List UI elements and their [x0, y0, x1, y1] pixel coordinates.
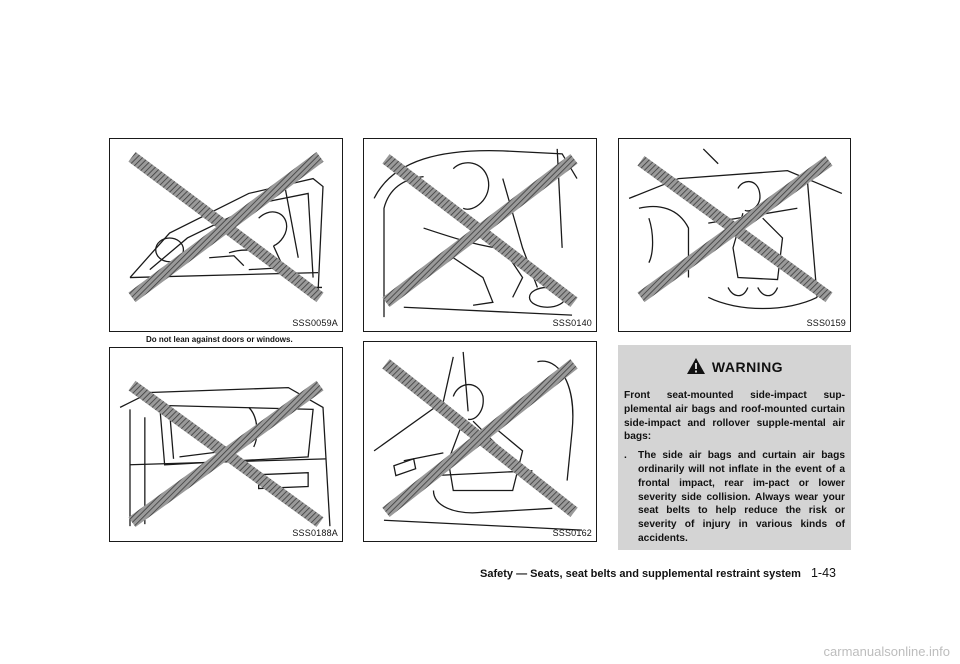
illustration-person-leaning-on-door	[128, 152, 324, 303]
figure-lean-against-door: SSS0059A	[109, 138, 343, 332]
figure-code: SSS0188A	[292, 528, 338, 538]
warning-box: WARNING Front seat-mounted side-impact s…	[618, 345, 851, 550]
figure-child-in-rear-seat: SSS0140	[363, 138, 597, 332]
figure-caption: Do not lean against doors or windows.	[146, 335, 293, 344]
figure-code: SSS0140	[552, 318, 592, 328]
warning-title: WARNING	[711, 359, 784, 375]
figure-dashboard-occupant: SSS0159	[618, 138, 851, 332]
illustration-car-side-window	[119, 380, 331, 527]
footer-section-title: Safety — Seats, seat belts and supplemen…	[480, 568, 801, 580]
warning-bullet-text: The side air bags and curtain air bags o…	[638, 450, 845, 544]
warning-heading: WARNING	[618, 357, 851, 378]
warning-triangle-icon	[686, 357, 706, 378]
figure-code: SSS0059A	[292, 318, 338, 328]
warning-bullet: . The side air bags and curtain air bags…	[624, 449, 845, 546]
figure-code: SSS0162	[552, 528, 592, 538]
illustration-front-seat-near-dashboard	[628, 148, 843, 310]
warning-body: Front seat-mounted side-impact sup-pleme…	[624, 389, 845, 546]
figure-code: SSS0159	[806, 318, 846, 328]
warning-intro: Front seat-mounted side-impact sup-pleme…	[624, 390, 845, 443]
figure-side-window: SSS0188A	[109, 347, 343, 542]
illustration-seated-occupant	[373, 351, 583, 531]
bullet-marker: .	[624, 450, 627, 462]
figure-seatbelt-position: SSS0162	[363, 341, 597, 542]
page-footer: Safety — Seats, seat belts and supplemen…	[480, 566, 866, 580]
watermark: carmanualsonline.info	[823, 644, 950, 659]
page-number: 1-43	[810, 566, 836, 580]
illustration-rear-seat-occupant	[373, 148, 578, 318]
